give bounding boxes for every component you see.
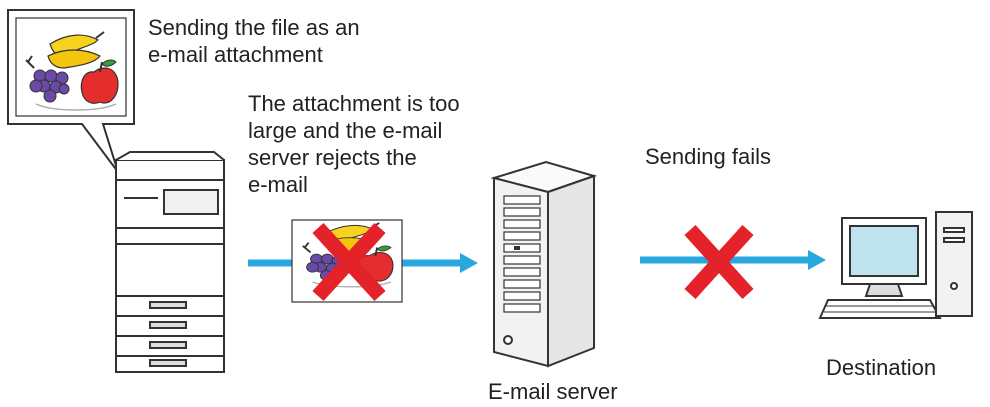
multifunction-printer-icon (115, 151, 225, 373)
sending-fails-label: Sending fails (645, 144, 771, 169)
rejected-attachment-image (291, 219, 403, 303)
destination-label: Destination (826, 355, 937, 380)
desktop-computer-icon (818, 211, 973, 319)
red-x-cross-fail-icon (684, 224, 754, 300)
email-server-label: E-mail server (488, 379, 618, 404)
too-large-rejected-label: The attachment is too large and the e-ma… (248, 91, 460, 197)
red-x-cross-icon (312, 222, 386, 302)
email-server-tower-icon (490, 160, 598, 368)
sending-attachment-label: Sending the file as an e-mail attachment (148, 15, 360, 67)
attachment-preview-bubble (7, 9, 135, 173)
